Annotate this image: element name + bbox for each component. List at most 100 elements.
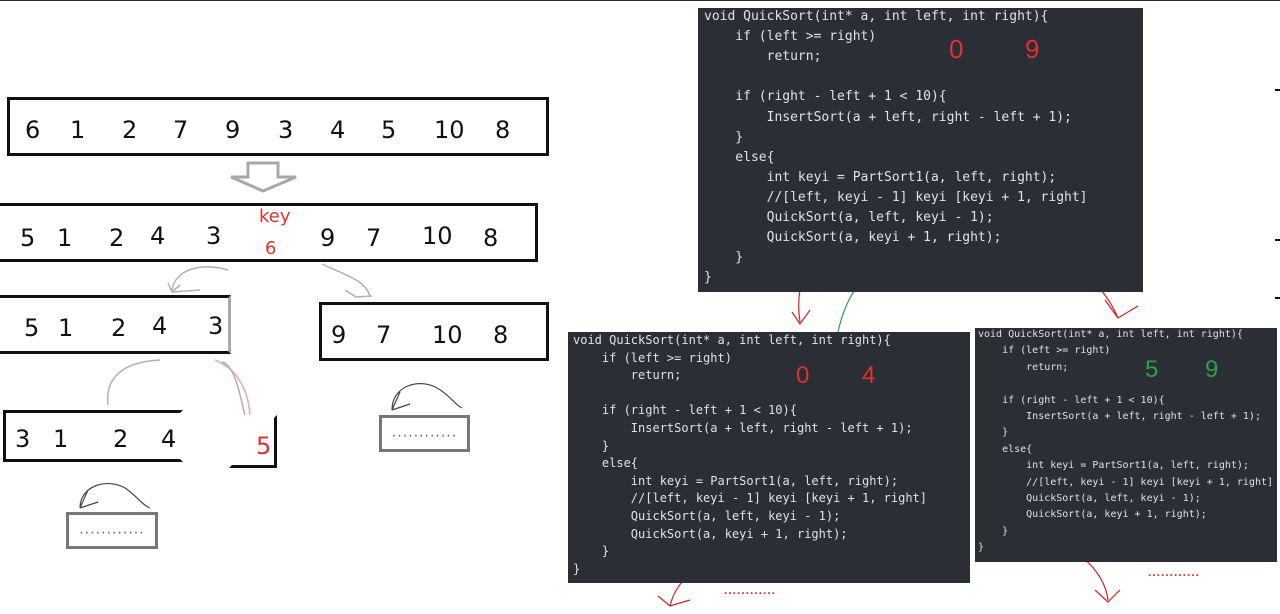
ellipsis-box-left: ............ (66, 512, 158, 549)
left-sub-array-box: 5 1 2 4 3 (0, 295, 231, 354)
code-line: QuickSort(a, left, keyi - 1); (978, 493, 1201, 504)
code-line: void QuickSort(int* a, int left, int rig… (704, 9, 1049, 24)
code-line: QuickSort(a, keyi + 1, right); (573, 526, 848, 541)
array-cell: 9 (225, 116, 241, 144)
array-cell: 2 (122, 116, 138, 144)
code-line: if (left >= right) (573, 350, 732, 365)
code-line: if (right - left + 1 < 10){ (978, 394, 1165, 406)
hollow-down-arrow (230, 161, 297, 193)
array-cell: 4 (330, 116, 346, 144)
array-cell: 10 (432, 321, 463, 349)
array-cell: 4 (161, 425, 177, 453)
left-value: 0 (949, 34, 964, 64)
array-cell: 5 (20, 224, 36, 252)
code-line: } (704, 250, 744, 266)
left-value: 0 (796, 362, 810, 389)
right-value: 9 (1205, 356, 1219, 383)
code-line: QuickSort(a, keyi + 1, right); (704, 230, 1002, 246)
right-value: 9 (1025, 34, 1040, 64)
right-value: 4 (862, 362, 876, 389)
array-cell: 1 (57, 224, 73, 252)
code-line: } (978, 525, 1009, 537)
code-line: else{ (573, 456, 639, 471)
array-cell: 9 (320, 224, 336, 252)
code-line: //[left, keyi - 1] keyi [keyi + 1, right… (978, 476, 1274, 488)
code-line: } (573, 561, 581, 576)
code-line: else{ (978, 443, 1033, 455)
right-sub-code-panel: void QuickSort(int* a, int left, int rig… (975, 328, 1277, 562)
code-line: int keyi = PartSort1(a, left, right); (704, 169, 1057, 185)
curve-to-left-sub (171, 266, 229, 291)
partitioned-array-box: 5 1 2 4 3 9 7 10 8 (0, 203, 538, 262)
key-value: 6 (265, 238, 277, 259)
code-line: if (left >= right) (704, 29, 877, 45)
array-cell: 2 (113, 425, 129, 453)
array-cell: 4 (152, 312, 168, 340)
code-line: QuickSort(a, keyi + 1, right); (978, 509, 1207, 521)
main-code-panel: void QuickSort(int* a, int left, int rig… (698, 8, 1143, 292)
array-cell: 3 (278, 116, 294, 144)
key-label: key (259, 206, 291, 227)
curve-to-left-key (214, 359, 251, 421)
array-cell: 3 (15, 425, 31, 453)
array-cell: 8 (493, 321, 509, 349)
array-cell: 8 (483, 224, 499, 252)
top-border-line (0, 0, 1280, 1)
array-cell: 3 (208, 312, 224, 340)
left-value: 5 (1145, 356, 1159, 383)
code-line: return; (573, 368, 682, 383)
array-cell: 4 (150, 222, 166, 250)
code-line: } (573, 438, 610, 453)
array-cell: 5 (381, 116, 397, 144)
array-cell: 5 (24, 314, 40, 342)
array-cell-key: 5 (256, 432, 272, 460)
array-cell: 2 (111, 314, 127, 342)
code-line: } (978, 542, 985, 554)
array-cell: 10 (422, 222, 453, 250)
ellipsis-text: ............ (79, 521, 145, 538)
array-cell: 2 (109, 224, 125, 252)
array-cell: 9 (331, 321, 347, 349)
code-line: } (704, 270, 712, 286)
code-line: int keyi = PartSort1(a, left, right); (573, 473, 899, 488)
code-line: QuickSort(a, left, keyi - 1); (704, 210, 994, 225)
array-cell: 1 (53, 425, 69, 453)
curve-to-left-key-b (221, 361, 247, 421)
array-cell: 8 (495, 116, 511, 144)
curve-to-left-left (106, 359, 161, 406)
code-line: } (978, 427, 1009, 439)
code-line: QuickSort(a, left, keyi - 1); (573, 509, 841, 523)
code-line: else{ (704, 149, 775, 165)
ellipsis-box-right: ............ (379, 415, 470, 452)
right-sub-array-box: 9 7 10 8 (319, 302, 549, 361)
curve-to-right-sub (321, 263, 371, 297)
code-line: void QuickSort(int* a, int left, int rig… (978, 329, 1243, 340)
code-line: return; (978, 361, 1069, 373)
left-left-array-box: 3 1 2 4 (3, 410, 183, 462)
array-cell: 6 (25, 116, 41, 144)
array-cell: 1 (58, 314, 74, 342)
code-line: void QuickSort(int* a, int left, int rig… (573, 333, 891, 347)
curve-to-left-sub-head (167, 282, 201, 294)
array-cell: 7 (366, 224, 382, 252)
ellipsis-text: ............ (391, 424, 458, 441)
scribble-left (79, 483, 151, 509)
code-line: InsertSort(a + left, right - left + 1); (978, 411, 1261, 422)
code-line: } (704, 129, 744, 145)
array-cell: 1 (70, 116, 86, 144)
code-line: InsertSort(a + left, right - left + 1); (704, 109, 1072, 125)
curve-to-right-sub-head (344, 289, 373, 298)
code-line: if (right - left + 1 < 10){ (573, 403, 797, 418)
code-line: return; (704, 49, 822, 65)
left-key-box: 5 (229, 415, 277, 468)
array-cell: 7 (173, 116, 189, 144)
code-line: //[left, keyi - 1] keyi [keyi + 1, right… (573, 491, 928, 506)
scribble-right (391, 383, 463, 411)
code-line: if (right - left + 1 < 10){ (704, 89, 947, 105)
red-ellipsis-left: ............ (724, 583, 777, 597)
code-line: } (573, 544, 610, 559)
array-cell: 3 (206, 222, 222, 250)
root-array-box: 6 1 2 7 9 3 4 5 10 8 (7, 97, 549, 156)
array-cell: 7 (376, 321, 392, 349)
code-line: InsertSort(a + left, right - left + 1); (573, 421, 913, 435)
